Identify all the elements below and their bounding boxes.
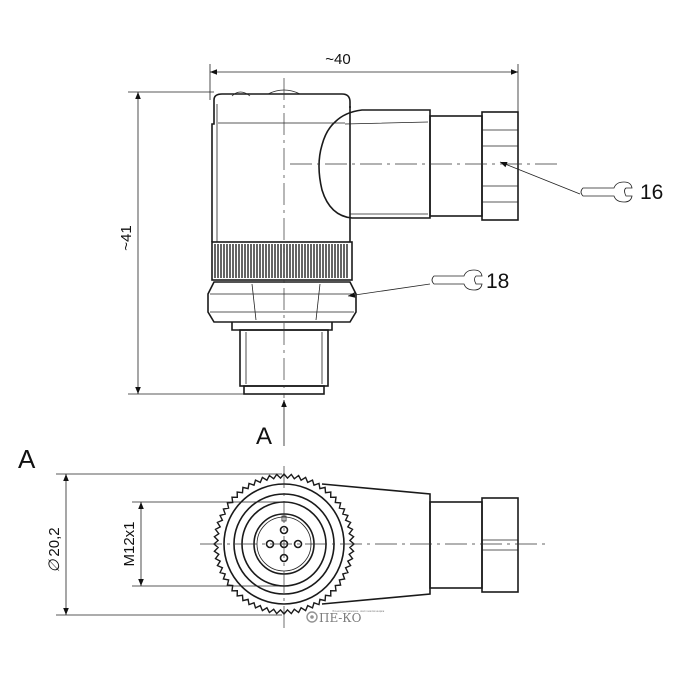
svg-text:∅20,2: ∅ 20,2 [46, 527, 63, 572]
height-dimension: ~41 [118, 91, 244, 395]
logo-text: ПЕ-КО [319, 611, 362, 625]
width-dimension-label: ~40 [325, 51, 350, 68]
watermark-logo: ПЕ-КО Электротехника. Автоматизация [306, 609, 384, 625]
diameter-dimension: ∅ 20,2 [46, 473, 282, 616]
wrench-18-callout: 18 [347, 269, 509, 298]
height-dimension-label: ~41 [118, 225, 135, 250]
width-dimension: ~40 [209, 51, 519, 112]
diameter-symbol: ∅ [46, 559, 63, 573]
thread-label: M12x1 [121, 521, 138, 566]
wrench-icon [580, 181, 633, 203]
diameter-label: 20,2 [46, 527, 63, 556]
side-view [207, 78, 560, 398]
bottom-view [200, 466, 548, 628]
view-arrow-label: A [256, 423, 272, 450]
view-arrow: A [256, 400, 287, 450]
knurl-pattern [214, 244, 348, 278]
wrench-16-callout: 16 [499, 161, 663, 204]
view-section-label: A [18, 444, 36, 474]
thread-dimension: M12x1 [121, 501, 284, 587]
wrench-18-label: 18 [486, 270, 509, 293]
logo-tagline: Электротехника. Автоматизация [332, 609, 384, 613]
wrench-16-label: 16 [640, 181, 663, 204]
knurl-ring [212, 472, 356, 616]
wrench-icon [431, 269, 483, 291]
